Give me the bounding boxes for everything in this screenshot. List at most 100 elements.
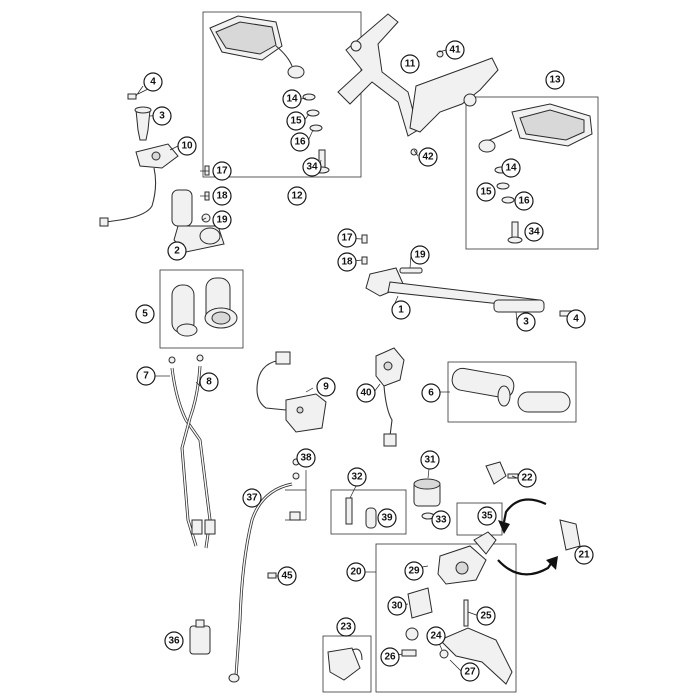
callout-8: 8 <box>199 372 219 392</box>
svg-text:11: 11 <box>405 59 416 70</box>
grip-set-right-drawing <box>451 367 571 413</box>
mirror-right-group-frame <box>465 96 599 250</box>
callout-40: 40 <box>356 383 376 403</box>
callout-10: 10 <box>177 136 197 156</box>
svg-text:12: 12 <box>291 191 303 202</box>
svg-text:18: 18 <box>216 191 228 202</box>
callout-18-right: 18 <box>337 252 357 272</box>
mirror-right-drawing <box>478 103 593 244</box>
svg-text:3: 3 <box>523 317 529 328</box>
callout-3: 3 <box>152 106 172 126</box>
switch-right-drawing <box>375 347 405 447</box>
svg-text:34: 34 <box>528 227 540 238</box>
svg-text:9: 9 <box>323 382 329 393</box>
svg-text:23: 23 <box>340 622 352 633</box>
callout-36: 36 <box>164 631 184 651</box>
callout-29: 29 <box>404 561 424 581</box>
svg-text:22: 22 <box>521 473 533 484</box>
callout-16: 16 <box>290 132 310 152</box>
handlebar-drawing <box>361 234 577 317</box>
callout-34: 34 <box>302 157 322 177</box>
callout-30: 30 <box>387 596 407 616</box>
switch-left-drawing <box>256 351 327 433</box>
svg-text:5: 5 <box>142 309 148 320</box>
svg-text:21: 21 <box>578 550 590 561</box>
callout-13: 13 <box>545 70 565 90</box>
callout-39: 39 <box>377 508 397 528</box>
svg-text:18: 18 <box>341 257 353 268</box>
callout-31: 31 <box>420 450 440 470</box>
callout-14: 14 <box>282 89 302 109</box>
svg-text:8: 8 <box>206 377 212 388</box>
callout-45: 45 <box>277 566 297 586</box>
callout-35: 35 <box>477 506 497 526</box>
callout-5: 5 <box>135 304 155 324</box>
callout-19-right: 19 <box>410 245 430 265</box>
svg-text:35: 35 <box>481 511 493 522</box>
svg-text:42: 42 <box>422 152 434 163</box>
clutch-cable-drawing <box>228 458 301 683</box>
mirror-left-group-frame <box>202 11 362 178</box>
svg-text:29: 29 <box>408 566 420 577</box>
handlebar-mount-drawing <box>337 13 499 157</box>
fluid-bottle-drawing <box>189 619 211 655</box>
svg-text:31: 31 <box>424 455 436 466</box>
throttle-cables-drawing <box>168 354 216 549</box>
callout-22: 22 <box>517 468 537 488</box>
callout-34-right: 34 <box>524 222 544 242</box>
clutch-lever-assembly-frame <box>375 543 517 693</box>
grip-set-left-frame <box>159 269 244 349</box>
svg-text:17: 17 <box>216 166 228 177</box>
callout-1: 1 <box>391 300 411 320</box>
svg-text:38: 38 <box>300 453 312 464</box>
svg-text:4: 4 <box>150 77 156 88</box>
callout-32: 32 <box>347 467 367 487</box>
callout-27: 27 <box>460 662 480 682</box>
callout-26: 26 <box>380 647 400 667</box>
svg-text:20: 20 <box>350 567 362 578</box>
callout-6: 6 <box>421 383 441 403</box>
clutch-lever-drawing <box>401 531 513 685</box>
callout-7: 7 <box>136 366 156 386</box>
callout-11: 11 <box>400 54 420 74</box>
svg-text:13: 13 <box>549 75 561 86</box>
svg-text:24: 24 <box>430 631 442 642</box>
svg-text:25: 25 <box>480 611 492 622</box>
svg-text:15: 15 <box>290 116 302 127</box>
svg-text:36: 36 <box>168 636 180 647</box>
callout-4: 4 <box>143 72 163 92</box>
svg-text:41: 41 <box>449 45 461 56</box>
svg-text:19: 19 <box>216 215 228 226</box>
svg-text:14: 14 <box>505 163 517 174</box>
svg-text:37: 37 <box>246 493 258 504</box>
callout-4-right: 4 <box>566 309 586 329</box>
callout-33: 33 <box>431 510 451 530</box>
callout-23: 23 <box>336 617 356 637</box>
grip-set-left-drawing <box>171 277 238 337</box>
svg-text:14: 14 <box>286 94 298 105</box>
svg-text:19: 19 <box>414 250 426 261</box>
svg-text:27: 27 <box>464 667 476 678</box>
svg-text:15: 15 <box>480 187 492 198</box>
callout-20: 20 <box>346 562 366 582</box>
svg-text:40: 40 <box>360 388 372 399</box>
callout-12: 12 <box>287 186 307 206</box>
svg-text:30: 30 <box>391 601 403 612</box>
clamp-group-frame <box>330 489 407 535</box>
svg-text:7: 7 <box>143 371 149 382</box>
switch-23-drawing <box>327 647 363 681</box>
svg-text:2: 2 <box>174 246 180 257</box>
callout-3-right: 3 <box>516 312 536 332</box>
callout-41: 41 <box>445 40 465 60</box>
svg-text:10: 10 <box>181 141 193 152</box>
svg-text:34: 34 <box>306 162 318 173</box>
callout-17-right: 17 <box>337 228 357 248</box>
svg-text:17: 17 <box>341 233 353 244</box>
svg-text:26: 26 <box>384 652 396 663</box>
callout-37: 37 <box>242 488 262 508</box>
svg-text:33: 33 <box>435 515 447 526</box>
callout-9: 9 <box>316 377 336 397</box>
callout-24: 24 <box>426 626 446 646</box>
